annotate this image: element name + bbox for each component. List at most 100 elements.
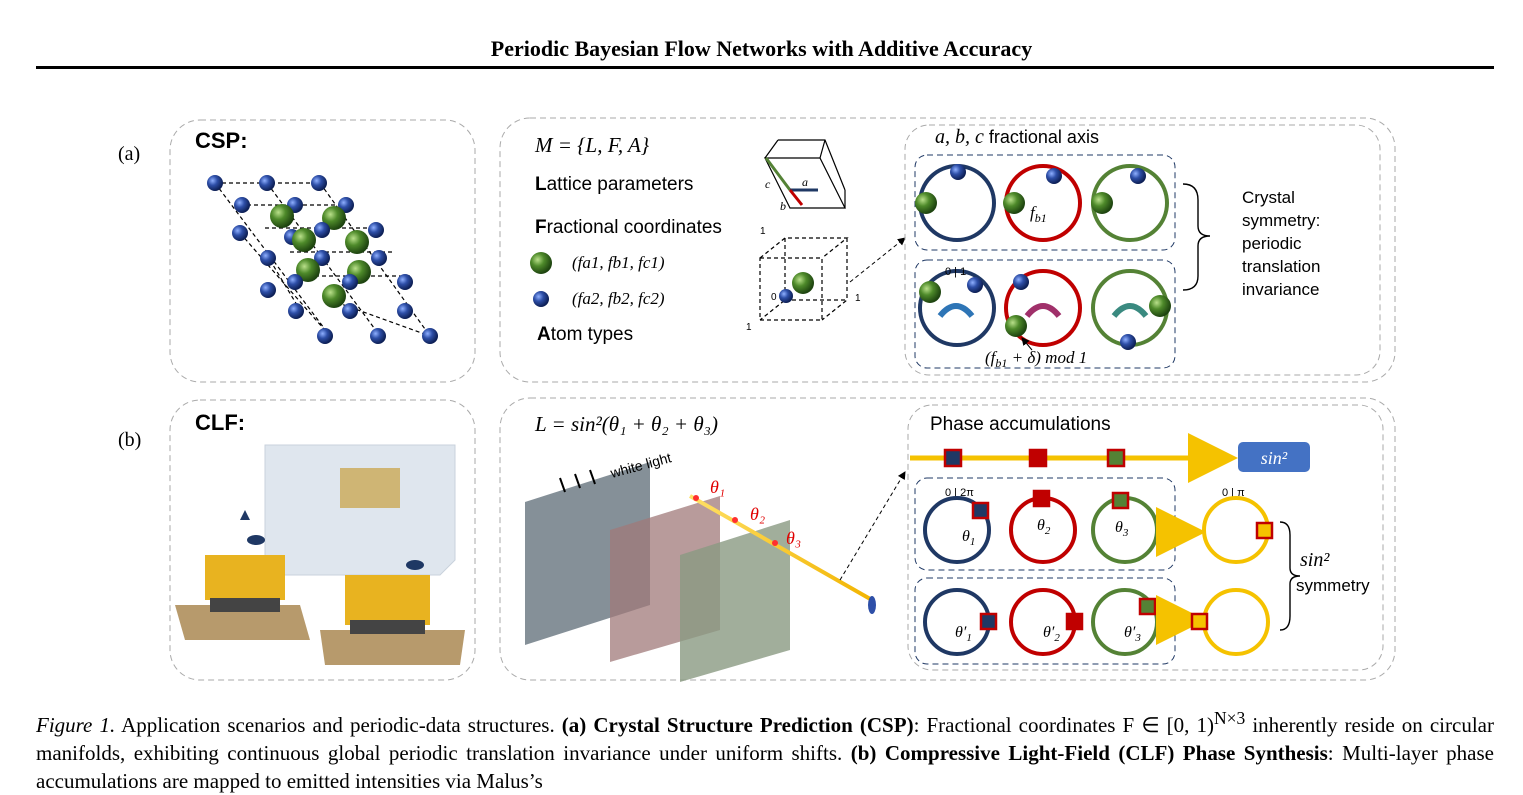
shift-expression: (fb1 + δ) mod 1 xyxy=(985,348,1087,370)
shift-atom-6 xyxy=(1149,295,1171,317)
svg-text:symmetry:: symmetry: xyxy=(1242,211,1320,230)
phase-mark-3 xyxy=(1106,448,1126,468)
ray-point-3 xyxy=(772,540,778,546)
lattice-cell-icon xyxy=(764,139,846,209)
shift-pointer xyxy=(1021,337,1033,351)
shift-atom-4 xyxy=(1005,315,1027,337)
sym-word: symmetry xyxy=(1296,576,1370,595)
caption-sup: N×3 xyxy=(1214,708,1246,728)
label-0-pi: 0 | π xyxy=(1222,487,1245,499)
light-arrows xyxy=(559,469,596,493)
atom-on-c-green xyxy=(1091,192,1113,214)
theta2-label: θ₂ xyxy=(750,504,765,524)
phase-square-3 xyxy=(1111,491,1130,510)
phase-circle-1 xyxy=(923,496,991,564)
cube-blue-atom xyxy=(779,289,793,303)
zoom-arrow-a xyxy=(849,237,906,283)
fractional-axis-box xyxy=(904,124,1381,376)
shifted-group xyxy=(914,259,1176,369)
svg-text:translation: translation xyxy=(1242,257,1320,276)
csp-formula: M = {L, F, A} xyxy=(534,133,650,157)
th1-label: θ1 xyxy=(962,528,975,548)
panel-a-tag: (a) xyxy=(118,143,140,165)
unit-cube-icon xyxy=(759,237,849,321)
fractional-axis-title: a, b, c fractional axis xyxy=(935,126,1099,148)
th2p-label: θ′2 xyxy=(1043,624,1060,644)
sin2-badge-text: sin² xyxy=(1261,448,1288,468)
sin2-badge xyxy=(1238,442,1310,472)
caption-label: Figure 1. xyxy=(36,713,116,737)
brace-b xyxy=(1279,521,1301,631)
phase-mark-2 xyxy=(1028,448,1048,468)
cube-label-0: 0 xyxy=(771,292,777,303)
csp-box xyxy=(169,119,476,383)
phase-square-1 xyxy=(971,501,990,520)
clf-box xyxy=(169,399,476,681)
unshifted-group xyxy=(914,154,1176,251)
green-atom-icon xyxy=(530,252,552,274)
atom-on-b-blue xyxy=(1046,168,1062,184)
phase-group-1 xyxy=(914,477,1176,571)
f-b1-label: fb1 xyxy=(1030,203,1047,225)
cube-label-1a: 1 xyxy=(760,226,766,237)
atom-types-label: Atom types xyxy=(537,324,633,345)
axis-c-label: c xyxy=(765,177,771,191)
caption-text-1: Application scenarios and periodic-data … xyxy=(115,713,562,737)
theta3-label: θ₃ xyxy=(786,528,801,548)
caption-text-3: inherently reside on circular manifolds,… xyxy=(36,713,1494,765)
sin2-square-1 xyxy=(1255,521,1274,540)
csp-title: CSP: xyxy=(195,128,248,153)
coord-blue: (fa2, fb2, fc2) xyxy=(572,289,665,308)
clf-representation-box xyxy=(499,397,1396,681)
phase-square-6 xyxy=(1138,597,1157,616)
blue-atom-icon xyxy=(533,291,549,307)
th1p-label: θ′1 xyxy=(955,624,972,644)
ray-point-1 xyxy=(693,495,699,501)
display-layers xyxy=(525,462,790,682)
rotate-arrow-a xyxy=(937,303,975,318)
figure-caption: Figure 1. Application scenarios and peri… xyxy=(36,704,1494,795)
atom-on-c-blue xyxy=(1130,168,1146,184)
running-header: Periodic Bayesian Flow Networks with Add… xyxy=(490,36,1033,61)
cube-green-atom xyxy=(792,272,814,294)
header-rule xyxy=(36,66,1494,69)
lattice-label: Lattice parameters xyxy=(535,174,693,195)
rotate-arrow-b xyxy=(1024,303,1062,318)
th2-label: θ2 xyxy=(1037,517,1051,537)
sym-sin2: sin² xyxy=(1300,549,1330,571)
phase-mark-1 xyxy=(943,448,963,468)
caption-text-2: : Fractional coordinates F ∈ [0, 1) xyxy=(913,713,1214,737)
atom-on-a-blue xyxy=(950,164,966,180)
phase-square-5 xyxy=(1065,612,1084,631)
clf-formula: L = sin²(θ₁ + θ₂ + θ₃) xyxy=(534,412,718,436)
brace-a xyxy=(1182,183,1211,291)
sin2-square-2 xyxy=(1190,612,1209,631)
caption-b-label: (b) Compressive Light-Field (CLF) Phase … xyxy=(850,741,1328,765)
ray-point-2 xyxy=(732,517,738,523)
phase-square-4 xyxy=(979,612,998,631)
phase-circle-4 xyxy=(923,588,991,656)
axis-b-label: b xyxy=(780,199,786,213)
rotate-arrow-c xyxy=(1111,303,1149,318)
shift-atom-3 xyxy=(1013,274,1029,290)
th3p-label: θ′3 xyxy=(1124,624,1141,644)
label-0-1: 0 | 1 xyxy=(945,266,966,278)
coord-green: (fa1, fb1, fc1) xyxy=(572,253,665,272)
atom-on-b-green xyxy=(1003,192,1025,214)
svg-text:periodic: periodic xyxy=(1242,234,1302,253)
crystal-symmetry-text: Crystal symmetry: periodic translation i… xyxy=(1242,188,1320,299)
lattice-atoms xyxy=(207,175,438,344)
sin2-circle-2 xyxy=(1202,588,1270,656)
svg-text:Crystal: Crystal xyxy=(1242,188,1295,207)
label-0-2pi: 0 | 2π xyxy=(945,487,974,499)
cube-label-1b: 1 xyxy=(855,293,861,304)
phase-square-2 xyxy=(1032,489,1051,508)
figure-1: (a) (b) CSP: xyxy=(118,117,1396,682)
light-ray xyxy=(689,494,873,602)
viewer-eye-icon xyxy=(868,596,876,614)
svg-text:invariance: invariance xyxy=(1242,280,1320,299)
theta1-label: θ₁ xyxy=(710,477,725,497)
cube-label-1c: 1 xyxy=(746,322,752,333)
shift-atom-2 xyxy=(919,281,941,303)
phase-title: Phase accumulations xyxy=(930,414,1111,435)
